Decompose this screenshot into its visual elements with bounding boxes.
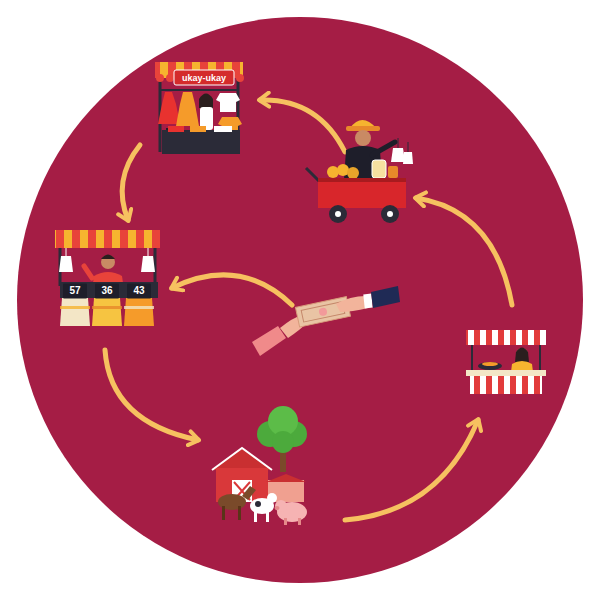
snack-cart-part [329, 205, 347, 223]
farm-part [266, 510, 269, 522]
rice-stall-part [141, 256, 155, 272]
clothing-stall-part [190, 126, 206, 132]
snack-cart-part [327, 166, 339, 178]
farm-part [242, 486, 256, 500]
clothing-stall-part [162, 130, 240, 154]
food-stall-part [482, 362, 498, 366]
snack-cart-part [398, 138, 399, 148]
snack-cart-part [372, 142, 395, 155]
rice-stall-part [92, 298, 122, 326]
farm [212, 406, 307, 525]
rice-stall-part-part [124, 306, 154, 309]
farm-part [255, 501, 261, 507]
food-stall-part [539, 344, 541, 370]
food-stall-part [466, 330, 546, 345]
snack-cart-part [318, 178, 406, 182]
farm-part [275, 506, 280, 510]
food-stall-part [466, 370, 546, 376]
farm-part [266, 474, 306, 482]
farm-part [284, 518, 287, 525]
farm-part [212, 448, 272, 470]
farm-part [238, 506, 241, 520]
snack-cart-part [387, 211, 393, 217]
flow-arrow-part [105, 350, 198, 440]
money-exchange-part-part [318, 307, 327, 316]
clothing-stall-part [158, 92, 180, 124]
money-exchange-part [371, 286, 400, 308]
snack-cart-part [347, 167, 359, 179]
farm-part [275, 500, 287, 512]
food-stall-part [515, 348, 529, 363]
background-circle [17, 17, 583, 583]
rice-stall-part [60, 306, 154, 309]
food-stall-part [470, 376, 542, 394]
rice-stall-part [60, 282, 158, 298]
rice-stall-part [101, 255, 115, 260]
food-stall-part [478, 362, 502, 370]
rice-stall-part [55, 230, 160, 248]
snack-cart-part [388, 166, 398, 178]
rice-stall-part [127, 284, 151, 299]
farm-part [254, 510, 257, 522]
farm-part [267, 493, 277, 503]
clothing-stall-part [176, 92, 199, 126]
rice-stall-part [101, 255, 115, 269]
rice-stall-part [63, 284, 87, 299]
clothing-stall-part [216, 93, 240, 112]
clothing-stall-part [214, 126, 232, 132]
snack-cart [306, 120, 413, 223]
snack-cart-part [391, 148, 405, 162]
snack-cart-part [408, 142, 409, 152]
flow-arrow-part [172, 275, 292, 305]
money-exchange [252, 286, 400, 356]
price-tag: 36 [101, 286, 112, 296]
clothing-stall-part-part [166, 74, 174, 82]
clothing-stall-part-part [236, 74, 244, 82]
rice-stall-part [66, 248, 67, 256]
farm-part [222, 506, 225, 520]
snack-cart-part [318, 178, 406, 208]
stall-sign: ukay-ukay [182, 73, 226, 82]
rice-stall-part [124, 298, 154, 326]
money-exchange-part [336, 296, 368, 312]
farm-part [298, 518, 301, 525]
farm-part [272, 431, 294, 453]
rice-stall [55, 230, 160, 326]
snack-cart-part [306, 168, 320, 182]
rice-stall-part-part [60, 306, 90, 309]
snack-cart-part [372, 160, 386, 178]
rice-stall-part [84, 266, 92, 278]
snack-cart-part [403, 152, 413, 164]
clothing-stall-part-part [156, 74, 164, 82]
money-exchange-part [252, 326, 286, 356]
clothing-stall-part [174, 70, 234, 85]
clothing-stall-part [199, 94, 213, 109]
rice-stall-part [59, 256, 73, 272]
rice-stall-part [95, 284, 119, 299]
food-stall-part [471, 344, 473, 370]
farm-part [212, 448, 272, 470]
clothing-stall-part [168, 126, 184, 132]
flow-arrow-part [345, 420, 478, 520]
rice-stall-part-part [92, 306, 122, 309]
snack-cart-part [335, 211, 341, 217]
food-stall [466, 330, 546, 394]
price-tag: 57 [69, 286, 80, 296]
flow-arrow-part [122, 145, 140, 220]
money-exchange-part [363, 294, 372, 309]
price-tag: 43 [133, 286, 144, 296]
clothing-stall-part [160, 89, 238, 91]
rice-stall-part [148, 248, 149, 256]
snack-cart-part [381, 205, 399, 223]
snack-cart-part [355, 130, 371, 146]
flow-arrow [105, 100, 512, 520]
clothing-stall [155, 62, 244, 154]
flow-arrow-part [260, 100, 345, 152]
flow-arrow-part [416, 198, 512, 305]
rice-stall-part [60, 298, 90, 326]
farm-part [268, 480, 304, 502]
